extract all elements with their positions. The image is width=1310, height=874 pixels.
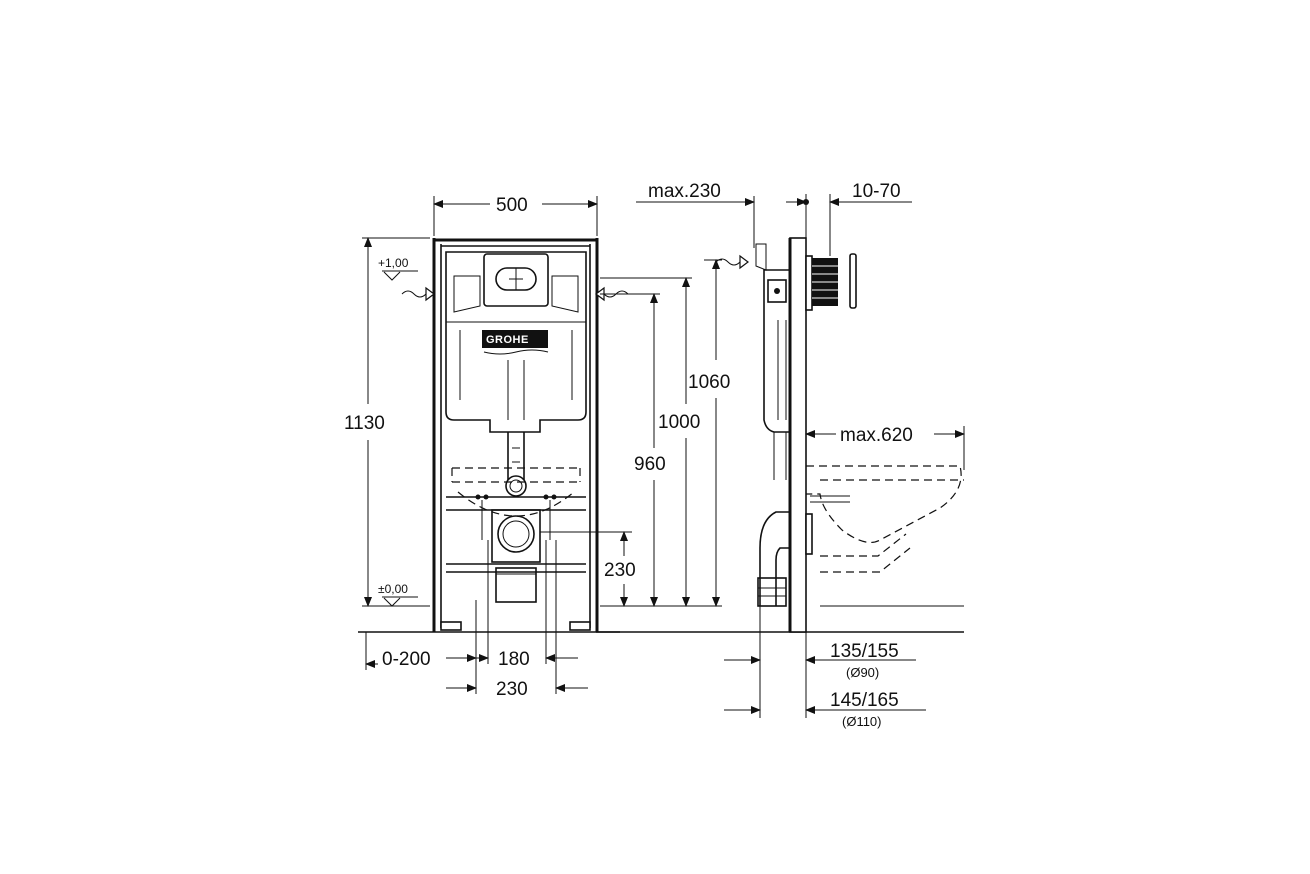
dim-width-230: 230: [496, 679, 528, 700]
dim-135-155: 135/155: [830, 641, 899, 662]
cistern: GROHE: [445, 251, 587, 433]
level-mark-bottom: ±0,00: [378, 582, 418, 607]
level-bottom-label: ±0,00: [378, 582, 408, 596]
front-view: GROHE: [344, 195, 730, 700]
level-mark-top: +1,00: [378, 256, 418, 281]
frame-foot-left: [440, 621, 462, 631]
side-water-inlet-icon: [715, 254, 749, 270]
side-frame-upright: [789, 237, 807, 633]
dim-max-620: max.620: [840, 425, 913, 446]
dim-offset-0-200: 0-200: [382, 649, 431, 670]
dim-height-1000: 1000: [658, 412, 700, 433]
dim-height-1060: 1060: [688, 372, 730, 393]
flush-pipe: [507, 432, 525, 480]
grohe-logo-text: GROHE: [486, 334, 529, 346]
dim-max-230: max.230: [648, 181, 721, 202]
side-flush-plate: [849, 253, 857, 309]
dim-diameter-90: (Ø90): [846, 665, 879, 680]
dim-width-500: 500: [496, 195, 528, 216]
side-view: max.230 10-70 max.620 135/155 (Ø90) 145/…: [596, 181, 965, 729]
drain-pipe: [491, 509, 541, 603]
dim-height-230: 230: [604, 560, 636, 581]
dim-10-70: 10-70: [852, 181, 901, 202]
dim-diameter-110: (Ø110): [842, 714, 882, 729]
grohe-logo: [482, 330, 548, 348]
dim-height-960: 960: [634, 454, 666, 475]
bowl-outline: [451, 467, 581, 483]
side-toilet-bowl: [805, 465, 964, 573]
level-top-label: +1,00: [378, 256, 409, 270]
dim-width-180: 180: [498, 649, 530, 670]
dim-145-165: 145/165: [830, 690, 899, 711]
side-cistern: [763, 269, 791, 433]
flush-plate: [483, 253, 549, 307]
dim-height-1130: 1130: [344, 413, 385, 434]
water-inlet-left-icon: [401, 286, 435, 302]
frame-foot-right: [569, 621, 591, 631]
side-drain-elbow: [757, 511, 790, 607]
